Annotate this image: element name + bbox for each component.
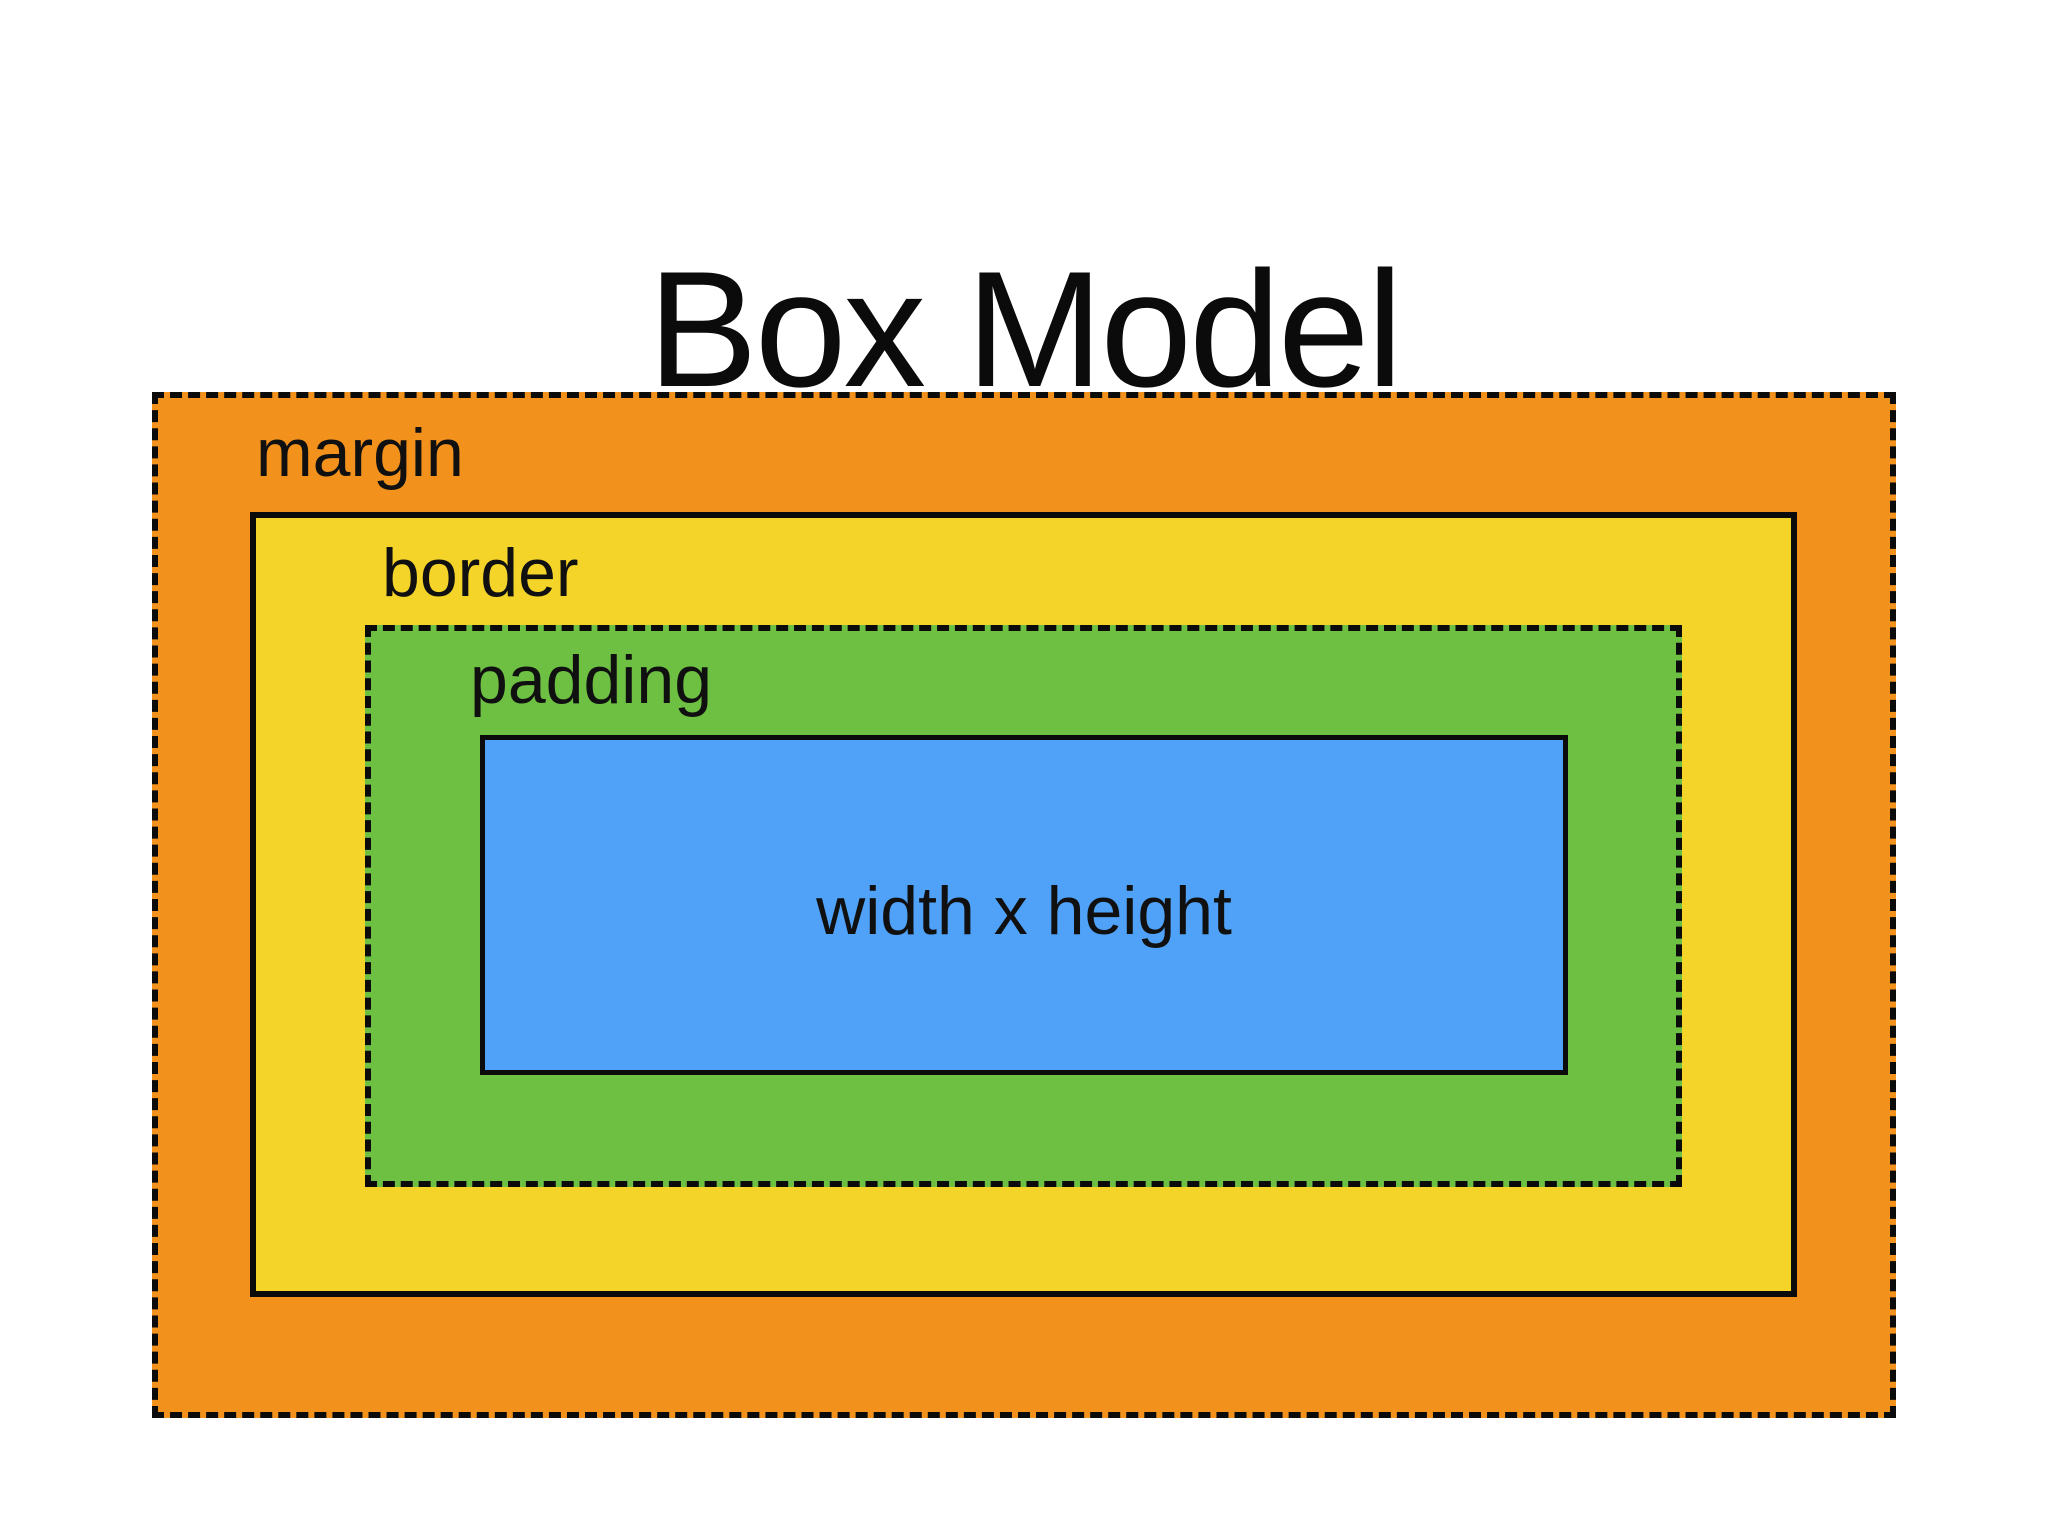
page-title: Box Model (647, 236, 1404, 421)
border-box: border padding width x height (250, 512, 1797, 1297)
content-label: width x height (816, 872, 1232, 949)
padding-box: padding width x height (365, 625, 1682, 1187)
margin-box: margin border padding width x height (152, 392, 1896, 1418)
padding-label: padding (470, 642, 713, 718)
margin-label: margin (256, 415, 464, 491)
content-box: width x height (480, 735, 1568, 1075)
border-label: border (382, 535, 579, 611)
